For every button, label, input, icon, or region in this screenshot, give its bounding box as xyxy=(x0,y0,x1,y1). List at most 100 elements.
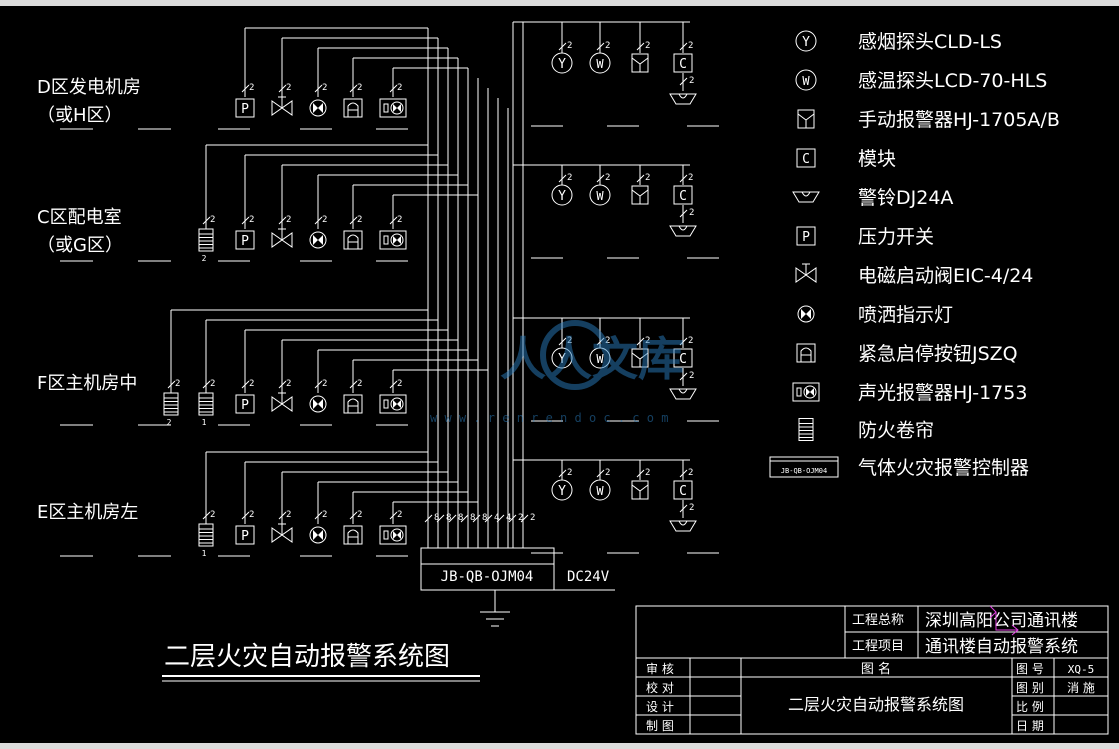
legend-item: 警铃DJ24A xyxy=(792,187,953,209)
smoke-detector-icon: Y xyxy=(795,30,817,52)
wire-count-label: 2 xyxy=(605,173,610,183)
alarm-bell-icon xyxy=(669,520,697,532)
bus-count-label: 8 xyxy=(458,513,463,523)
smoke-detector-glyph: Y xyxy=(558,352,566,367)
module-icon: C xyxy=(673,348,693,368)
solenoid-valve-icon xyxy=(271,523,293,543)
wire-count-label: 2 xyxy=(567,41,572,51)
spray-indicator-icon xyxy=(797,305,815,323)
module-icon: C xyxy=(673,185,693,205)
review-label: 审 核 xyxy=(646,661,674,676)
emergency-button-icon xyxy=(343,525,363,545)
smoke-detector-glyph: Y xyxy=(558,189,566,204)
legend-label: 紧急启停按钮JSZQ xyxy=(858,343,1018,365)
bus-count-label: 8 xyxy=(446,513,451,523)
zone-d-name: D区发电机房 xyxy=(37,77,141,98)
sound-light-alarm-icon xyxy=(379,394,407,414)
wire-count-label: 2 xyxy=(249,83,254,93)
shutter-number-label: 2 xyxy=(202,254,207,263)
wire-count-label: 2 xyxy=(175,379,180,389)
watermark-logo: 人人文库 w w w . r e n r e n d o c . c o m xyxy=(430,320,684,425)
watermark-brand: 人人文库 xyxy=(500,332,684,386)
shutter-number-label: 1 xyxy=(202,418,207,427)
module-icon: C xyxy=(796,148,816,168)
heat-detector-glyph: W xyxy=(596,57,604,71)
bus-count-label: 8 xyxy=(470,513,475,523)
wire-count-label: 2 xyxy=(286,215,291,225)
pressure-switch-icon: P xyxy=(235,98,255,118)
legend-label: 警铃DJ24A xyxy=(858,187,953,209)
pressure-switch-glyph: P xyxy=(802,230,810,245)
wire-count-label: 2 xyxy=(688,468,693,478)
legend-label: 气体火灾报警控制器 xyxy=(858,457,1029,479)
shutter-number-label: 2 xyxy=(167,418,172,427)
wire-count-label: 2 xyxy=(645,468,650,478)
wire-count-label: 2 xyxy=(286,83,291,93)
watermark-url: w w w . r e n r e n d o c . c o m xyxy=(430,411,668,425)
wire-count-label: 2 xyxy=(322,379,327,389)
gas-controller-glyph: JB-QB-OJM04 xyxy=(781,467,827,475)
spray-indicator-icon xyxy=(309,395,327,413)
wire-count-label: 2 xyxy=(249,379,254,389)
drawing-type-value: 消 施 xyxy=(1067,681,1095,695)
smoke-detector-glyph: Y xyxy=(558,484,566,499)
drawing-name-value: 二层火灾自动报警系统图 xyxy=(788,695,964,714)
sound-light-alarm-icon xyxy=(379,230,407,250)
module-icon: C xyxy=(673,480,693,500)
wire-count-label: 2 xyxy=(249,510,254,520)
heat-detector-glyph: W xyxy=(596,189,604,203)
spray-indicator-icon xyxy=(309,526,327,544)
wire-count-label: 2 xyxy=(689,208,694,218)
drawing-title: 二层火灾自动报警系统图 xyxy=(164,642,450,672)
heat-detector-icon: W xyxy=(589,479,611,501)
date-label: 日 期 xyxy=(1016,719,1044,733)
pressure-switch-icon: P xyxy=(235,525,255,545)
wire-count-label: 2 xyxy=(567,173,572,183)
design-label: 设 计 xyxy=(646,700,674,714)
fire-shutter-icon xyxy=(198,392,214,416)
project-item-label: 工程项目 xyxy=(852,639,904,654)
drawing-type-label: 图 别 xyxy=(1016,681,1044,695)
drawing-name-label: 图 名 xyxy=(861,661,891,677)
sound-light-alarm-icon xyxy=(379,98,407,118)
emergency-button-icon xyxy=(343,98,363,118)
manual-alarm-icon xyxy=(631,185,649,205)
window-top-edge xyxy=(0,0,1119,6)
wire-count-label: 2 xyxy=(397,215,402,225)
bus-count-label: 2 xyxy=(530,513,535,523)
wire-count-label: 2 xyxy=(605,41,610,51)
pressure-switch-icon: P xyxy=(796,226,816,246)
bus-count-label: 2 xyxy=(518,513,523,523)
ucs-marker-icon xyxy=(989,605,1019,636)
legend-label: 防火卷帘 xyxy=(858,420,934,442)
emergency-button-icon xyxy=(343,230,363,250)
drawing-no-label: 图 号 xyxy=(1016,662,1044,676)
wire-count-label: 2 xyxy=(357,215,362,225)
legend-item: 防火卷帘 xyxy=(798,418,934,442)
fire-shutter-icon xyxy=(798,418,814,441)
draw-label: 制 图 xyxy=(646,719,674,733)
smoke-detector-glyph: Y xyxy=(558,57,566,72)
bus-count-label: 4 xyxy=(494,513,499,523)
alarm-bell-icon xyxy=(792,191,820,203)
legend-item: 手动报警器HJ-1705A/B xyxy=(797,109,1060,131)
legend-item: JB-QB-OJM04 气体火灾报警控制器 xyxy=(769,456,1029,479)
bus-count-label: 8 xyxy=(482,513,487,523)
fire-shutter-icon xyxy=(198,523,214,547)
smoke-detector-glyph: Y xyxy=(802,35,810,50)
heat-detector-glyph: W xyxy=(596,484,604,498)
legend-item: 声光报警器HJ-1753 xyxy=(792,382,1027,404)
fire-shutter-icon xyxy=(198,228,214,252)
wire-count-label: 2 xyxy=(605,468,610,478)
pressure-switch-icon: P xyxy=(235,230,255,250)
legend-label: 手动报警器HJ-1705A/B xyxy=(858,109,1060,131)
